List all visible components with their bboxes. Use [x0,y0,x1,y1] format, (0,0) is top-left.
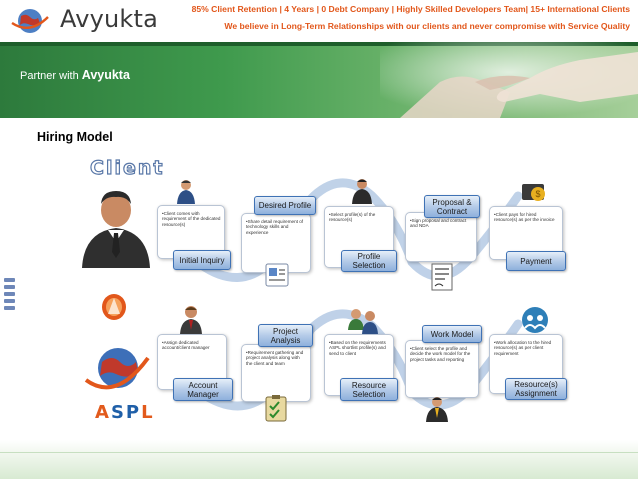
step-desired-profile[interactable]: Desired Profile [254,196,316,215]
step-project-analysis[interactable]: Project Analysis [258,324,313,347]
footer-band [0,440,638,479]
step-resource-assignment[interactable]: Resource(s) Assignment [505,378,567,400]
group-badge-icon [520,306,550,334]
footer-divider [0,452,638,453]
step-work-model[interactable]: Work Model [422,325,482,343]
step-proposal-contract[interactable]: Proposal & Contract [424,195,480,218]
svg-text:$: $ [535,189,540,199]
step-profile-selection[interactable]: Profile Selection [341,250,397,272]
card-work-model: •Client select the profile and decide th… [405,340,479,398]
person-worker-icon [424,394,450,422]
card-proposal-contract: •Sign proposal and contract and NDA [405,212,477,262]
person-inquiry-icon [175,178,197,204]
person-manager-icon [178,304,204,334]
step-payment[interactable]: Payment [506,251,566,271]
checklist-icon [262,394,290,422]
step-resource-selection[interactable]: Resource Selection [340,378,398,401]
team-icon [346,306,382,334]
payment-icon: $ [520,178,548,206]
document-icon [262,262,292,288]
person-profile-icon [350,176,374,204]
contract-icon [430,262,454,292]
step-account-manager[interactable]: Account Manager [173,378,233,401]
step-initial-inquiry[interactable]: Initial Inquiry [173,250,231,270]
